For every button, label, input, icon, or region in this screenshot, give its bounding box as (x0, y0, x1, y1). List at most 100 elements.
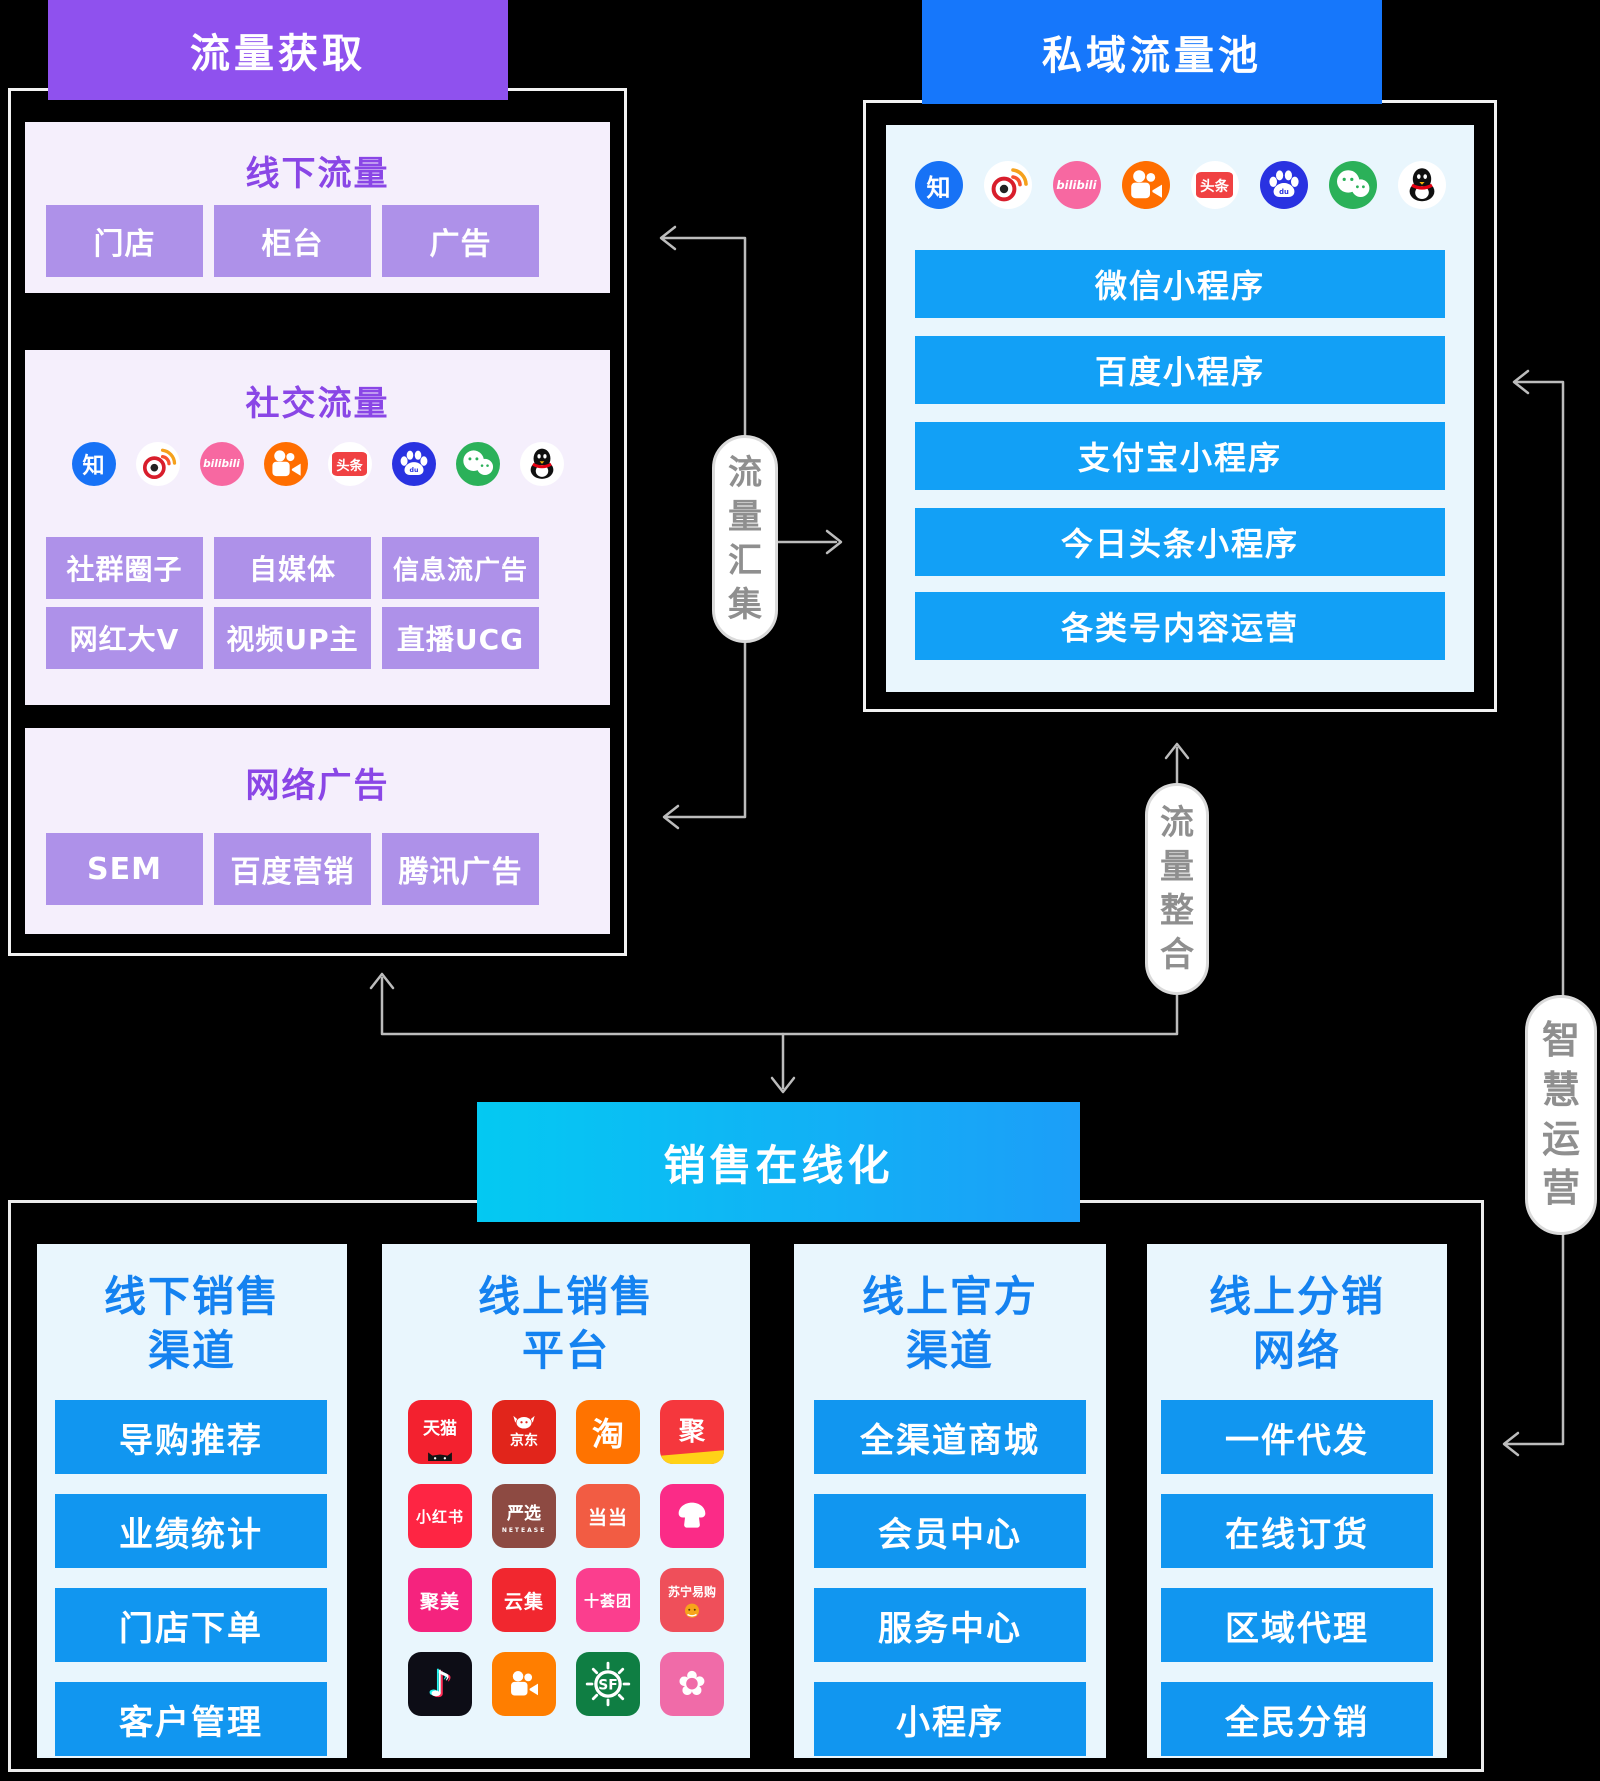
traffic-collect-pill: 流量汇集 (712, 435, 778, 643)
traffic-integrate-label: 流量整合 (1160, 802, 1194, 976)
arrowhead-up-left-frame (369, 972, 395, 990)
baidu-icon: du (391, 442, 436, 486)
bilibili-icon: bilibili (1052, 161, 1101, 209)
official-channel-column: 线上官方 渠道 全渠道商城 会员中心 服务中心 小程序 (794, 1244, 1106, 1758)
baidu-icon: du (1259, 161, 1308, 209)
social-btn-live-ucg: 直播UCG (382, 607, 539, 669)
online-sales-column: 线上销售 平台 天猫 京东淘聚 小红书严选 NETEASE 当当 聚美云集十荟团苏… (382, 1244, 750, 1758)
zhihu-icon: 知 (914, 161, 963, 209)
social-traffic-title: 社交流量 (245, 384, 390, 424)
tmall-app-icon: 天猫 (408, 1400, 472, 1464)
ads-btn-sem: SEM (46, 833, 203, 905)
sales-online-header: 销售在线化 (477, 1102, 1080, 1222)
jumei-app-icon: 聚美 (408, 1568, 472, 1632)
pool-btn-alipay-miniprogram: 支付宝小程序 (915, 422, 1445, 490)
arrowhead-left-private (1512, 369, 1530, 395)
offline-traffic-box: 线下流量 门店 柜台 广告 (25, 122, 610, 293)
weibo-icon (135, 442, 180, 486)
connector-smart-bottom (1503, 1233, 1565, 1446)
offline-btn-ad: 广告 (382, 205, 539, 277)
social-btn-feed-ads: 信息流广告 (382, 537, 539, 599)
btn-store-order: 门店下单 (55, 1588, 327, 1662)
pool-btn-baidu-miniprogram: 百度小程序 (915, 336, 1445, 404)
douyin-app-icon: ♪ (408, 1652, 472, 1716)
btn-dropshipping: 一件代发 (1161, 1400, 1433, 1474)
arrowhead-left-top (659, 225, 677, 251)
weibo-icon (983, 161, 1032, 209)
wechat-icon (455, 442, 500, 486)
kuaishou-app-icon (492, 1652, 556, 1716)
distribution-network-column: 线上分销 网络 一件代发 在线订货 区域代理 全民分销 (1147, 1244, 1447, 1758)
toutiao-icon: 头条 (327, 442, 372, 486)
btn-omni-mall: 全渠道商城 (814, 1400, 1086, 1474)
arrowhead-left-bottom (662, 804, 680, 830)
yanxuan-app-icon: 严选 NETEASE (492, 1484, 556, 1548)
flower-app-icon: ✿ (660, 1652, 724, 1716)
wechat-icon (1328, 161, 1377, 209)
traffic-acquisition-frame: 线下流量 门店 柜台 广告 社交流量 知 bilibili 头条 du (8, 88, 627, 956)
btn-social-distribution: 全民分销 (1161, 1682, 1433, 1756)
connector-collect-bottom (663, 641, 747, 819)
jd-app-icon: 京东 (492, 1400, 556, 1464)
mogujie-app-icon (660, 1484, 724, 1548)
btn-customer-management: 客户管理 (55, 1682, 327, 1756)
social-btn-self-media: 自媒体 (214, 537, 371, 599)
btn-guide-recommend: 导购推荐 (55, 1400, 327, 1474)
traffic-collect-label: 流量汇集 (728, 452, 762, 626)
svg-text:SF: SF (598, 1678, 617, 1694)
btn-online-ordering: 在线订货 (1161, 1494, 1433, 1568)
social-btn-influencer: 网红大V (46, 607, 203, 669)
offline-sales-title: 线下销售 渠道 (103, 1272, 280, 1375)
ads-btn-tencent: 腾讯广告 (382, 833, 539, 905)
private-pool-frame: 知 bilibili 头条 du 微信小程序 百度小程序 支付宝小程序 今日头 (863, 100, 1497, 712)
xiaohongshu-app-icon: 小红书 (408, 1484, 472, 1548)
qq-icon (1397, 161, 1446, 209)
connector-smart-top (1513, 380, 1565, 997)
social-traffic-box: 社交流量 知 bilibili 头条 du 社群圈子 自媒体 信息流广告 (25, 350, 610, 705)
online-sales-title: 线上销售 平台 (477, 1272, 654, 1375)
sales-online-frame: 线下销售 渠道 导购推荐 业绩统计 门店下单 客户管理 线上销售 平台 天猫 京… (8, 1200, 1484, 1772)
official-channel-title: 线上官方 渠道 (861, 1272, 1038, 1375)
smart-operation-label: 智慧运营 (1541, 1018, 1580, 1211)
suning-app-icon: 苏宁易购 (660, 1568, 724, 1632)
offline-sales-column: 线下销售 渠道 导购推荐 业绩统计 门店下单 客户管理 (37, 1244, 347, 1758)
svg-text:du: du (1279, 188, 1289, 196)
social-btn-video-up: 视频UP主 (214, 607, 371, 669)
taobao-app-icon: 淘 (576, 1400, 640, 1464)
shihuituan-app-icon: 十荟团 (576, 1568, 640, 1632)
social-btn-community: 社群圈子 (46, 537, 203, 599)
kuaishou-icon (263, 442, 308, 486)
private-pool-header: 私域流量池 (922, 0, 1382, 104)
dangdang-app-icon: 当当 (576, 1484, 640, 1548)
ecommerce-app-grid: 天猫 京东淘聚 小红书严选 NETEASE 当当 聚美云集十荟团苏宁易购 ♪ SF… (382, 1400, 750, 1716)
pool-btn-toutiao-miniprogram: 今日头条小程序 (915, 508, 1445, 576)
arrowhead-right (825, 529, 843, 555)
sf-app-icon: SF (576, 1652, 640, 1716)
zhihu-icon: 知 (71, 442, 116, 486)
private-pool-box: 知 bilibili 头条 du 微信小程序 百度小程序 支付宝小程序 今日头 (886, 125, 1474, 692)
btn-performance-stats: 业绩统计 (55, 1494, 327, 1568)
connector-bus (380, 976, 1179, 1036)
qq-icon (519, 442, 564, 486)
btn-regional-agent: 区域代理 (1161, 1588, 1433, 1662)
kuaishou-icon (1121, 161, 1170, 209)
offline-traffic-title: 线下流量 (245, 154, 390, 194)
offline-btn-store: 门店 (46, 205, 203, 277)
btn-service-center: 服务中心 (814, 1588, 1086, 1662)
distribution-network-title: 线上分销 网络 (1208, 1272, 1385, 1375)
juhuasuan-app-icon: 聚 (660, 1400, 724, 1464)
network-ads-title: 网络广告 (245, 766, 390, 806)
arrowhead-down-sales (770, 1076, 796, 1094)
pool-btn-content-operation: 各类号内容运营 (915, 592, 1445, 660)
offline-btn-counter: 柜台 (214, 205, 371, 277)
traffic-integrate-pill: 流量整合 (1145, 783, 1209, 995)
arrowhead-left-bottom-frame (1502, 1431, 1520, 1457)
private-pool-platform-icons: 知 bilibili 头条 du (886, 161, 1474, 209)
ads-btn-baidu: 百度营销 (214, 833, 371, 905)
pool-btn-wechat-miniprogram: 微信小程序 (915, 250, 1445, 318)
svg-text:du: du (409, 467, 418, 474)
connector-collect-top (660, 236, 747, 437)
yunji-app-icon: 云集 (492, 1568, 556, 1632)
toutiao-icon: 头条 (1190, 161, 1239, 209)
